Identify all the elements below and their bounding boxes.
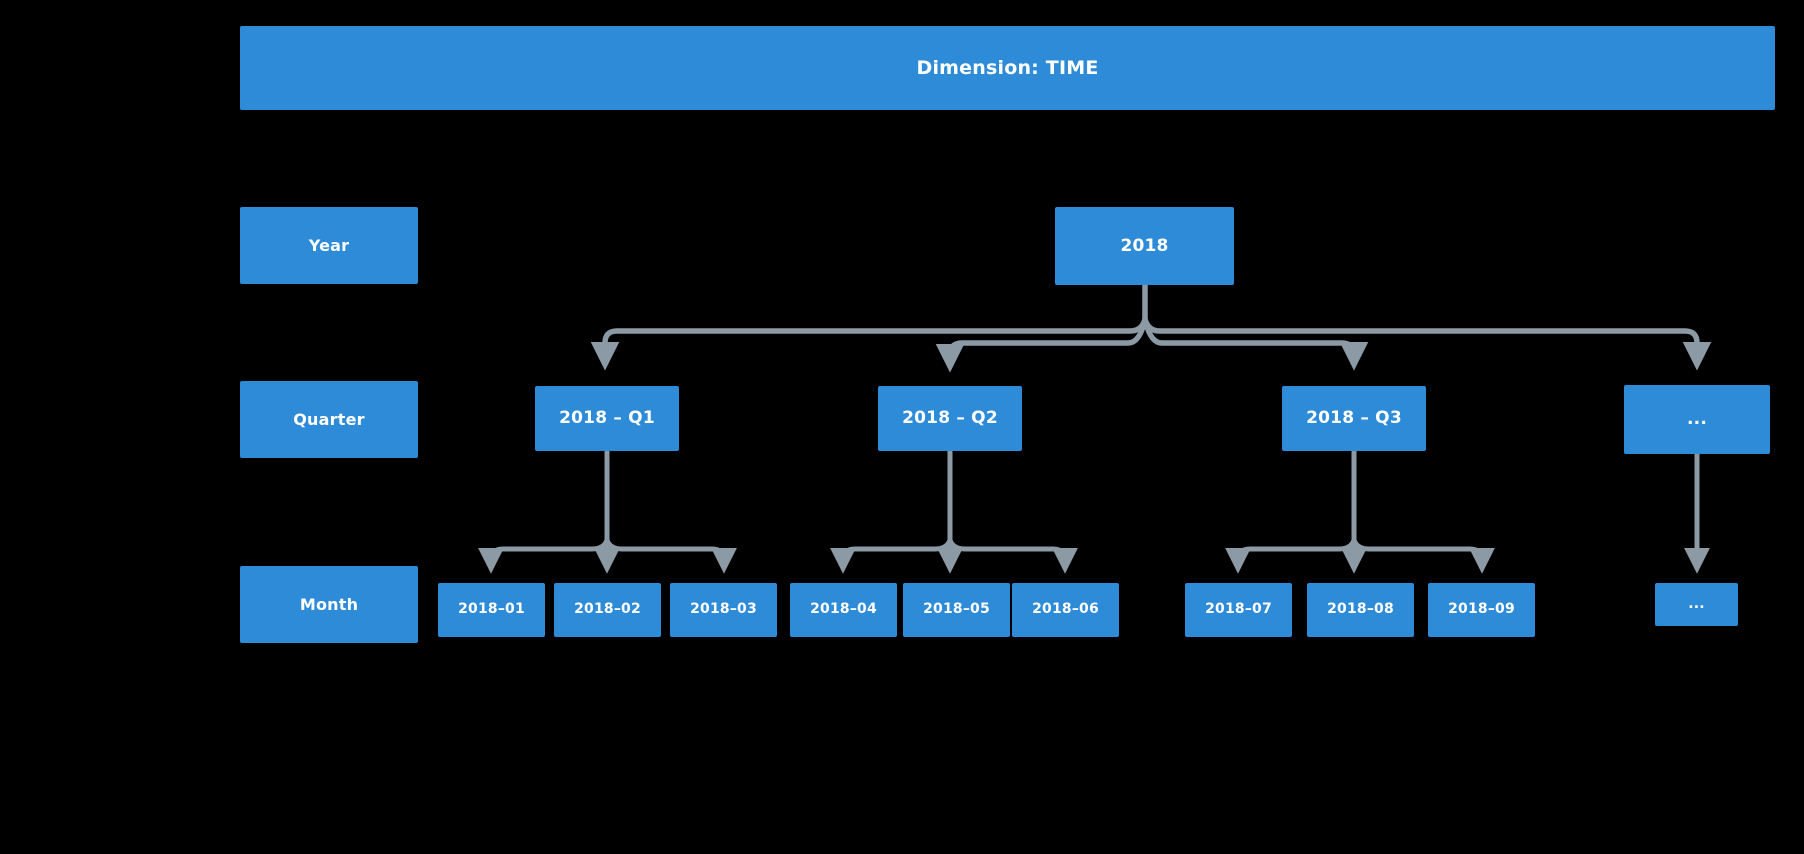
link-year-q3 (1142, 318, 1369, 371)
node-year-2018[interactable]: 2018 (1055, 207, 1234, 285)
dimension-banner: Dimension: TIME (240, 26, 1775, 110)
row-label-month: Month (240, 566, 418, 643)
link-year-q1 (590, 318, 1148, 371)
node-quarter-ellipsis[interactable]: ... (1624, 385, 1770, 454)
link-q2-m6 (947, 539, 1078, 574)
node-month-2018-06[interactable]: 2018–06 (1012, 583, 1119, 637)
quarter-to-month-links (478, 451, 1710, 574)
node-month-2018-01[interactable]: 2018–01 (438, 583, 545, 637)
node-month-2018-05[interactable]: 2018–05 (903, 583, 1010, 637)
link-q3-m9 (1351, 539, 1495, 574)
link-q1-m1 (478, 539, 610, 574)
link-q2-m4 (830, 539, 953, 574)
node-month-2018-02[interactable]: 2018–02 (554, 583, 661, 637)
node-month-2018-09[interactable]: 2018–09 (1428, 583, 1535, 637)
year-to-quarter-links (590, 285, 1712, 373)
node-month-2018-03[interactable]: 2018–03 (670, 583, 777, 637)
link-year-qdots (1142, 318, 1712, 371)
node-month-2018-07[interactable]: 2018–07 (1185, 583, 1292, 637)
link-year-q2 (935, 318, 1148, 373)
link-q3-m7 (1225, 539, 1357, 574)
node-month-2018-04[interactable]: 2018–04 (790, 583, 897, 637)
row-label-year: Year (240, 207, 418, 284)
node-month-2018-08[interactable]: 2018–08 (1307, 583, 1414, 637)
row-label-quarter: Quarter (240, 381, 418, 458)
node-quarter-q2[interactable]: 2018 – Q2 (878, 386, 1022, 451)
node-quarter-q3[interactable]: 2018 – Q3 (1282, 386, 1426, 451)
node-month-ellipsis[interactable]: ... (1655, 583, 1738, 626)
link-q1-m3 (604, 539, 737, 574)
node-quarter-q1[interactable]: 2018 – Q1 (535, 386, 679, 451)
